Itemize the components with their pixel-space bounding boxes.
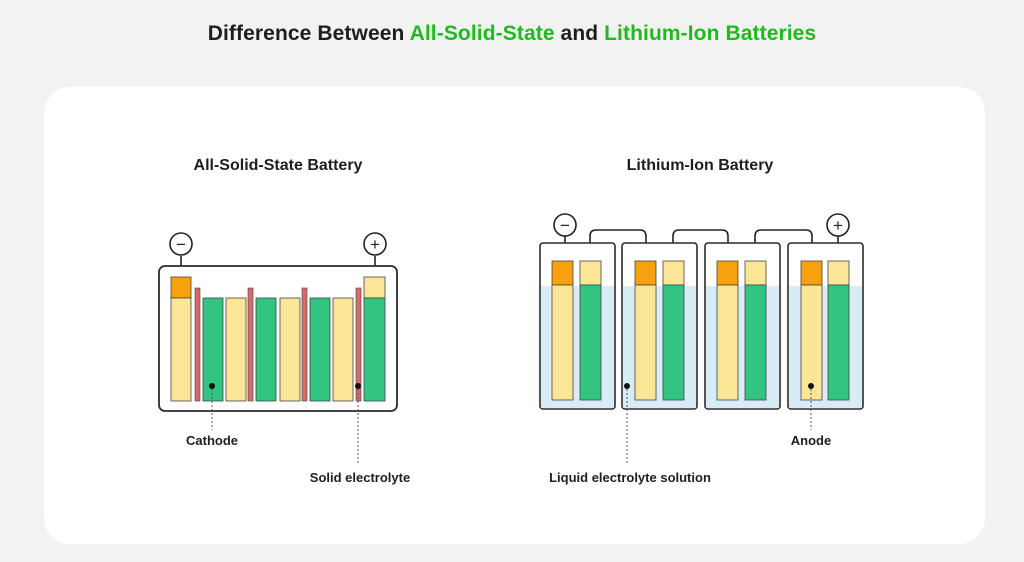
solid-positive-terminal-icon: + <box>363 232 387 256</box>
title-highlight-lithium-ion: Lithium-Ion Batteries <box>604 22 817 45</box>
solid-electrolyte-layer <box>301 287 308 402</box>
title-highlight-solid-state: All-Solid-State <box>409 22 555 45</box>
solid-negative-terminal-icon: − <box>169 232 193 256</box>
lithium-ion-heading: Lithium-Ion Battery <box>627 157 774 174</box>
solid-anode-layer <box>332 297 354 402</box>
li-cell <box>621 242 698 410</box>
solid-anode-layer <box>225 297 247 402</box>
solid-positive-tab <box>363 276 386 299</box>
svg-text:−: − <box>560 216 570 235</box>
solid-electrolyte-label: Solid electrolyte <box>310 470 410 485</box>
solid-state-heading: All-Solid-State Battery <box>194 157 363 174</box>
cell-connector-1 <box>589 229 647 261</box>
cathode-label: Cathode <box>186 433 238 448</box>
solid-cathode-layer <box>202 297 224 402</box>
li-negative-terminal-icon: − <box>553 213 577 237</box>
solid-cathode-layer <box>309 297 331 402</box>
li-cell <box>704 242 781 410</box>
solid-electrolyte-layer <box>247 287 254 402</box>
anode-marker-dot <box>808 383 814 389</box>
svg-text:+: + <box>370 235 380 254</box>
page-title: Difference Between All-Solid-State and L… <box>0 22 1024 46</box>
solid-cathode-layer <box>255 297 277 402</box>
svg-text:−: − <box>176 235 186 254</box>
solid-cathode-layer <box>363 297 386 402</box>
solid-anode-layer <box>279 297 301 402</box>
cell-connector-2 <box>672 229 729 261</box>
solid-electrolyte-marker-dot <box>355 383 361 389</box>
solid-electrolyte-layer <box>194 287 201 402</box>
cell-connector-3 <box>754 229 813 261</box>
li-positive-terminal-icon: + <box>826 213 850 237</box>
lithium-ion-diagram: Lithium-Ion Battery − + <box>539 157 864 485</box>
solid-negative-tab <box>170 276 192 299</box>
liquid-electrolyte-marker-dot <box>624 383 630 389</box>
svg-text:+: + <box>833 216 843 235</box>
title-part1: Difference Between <box>207 22 410 45</box>
liquid-electrolyte-label: Liquid electrolyte solution <box>549 470 711 485</box>
title-part2: and <box>554 22 605 45</box>
li-cell <box>539 242 616 410</box>
solid-anode-layer <box>170 297 192 402</box>
cathode-marker-dot <box>209 383 215 389</box>
solid-state-diagram: All-Solid-State Battery − + <box>158 157 410 485</box>
li-cell <box>787 242 864 410</box>
anode-label: Anode <box>791 433 831 448</box>
